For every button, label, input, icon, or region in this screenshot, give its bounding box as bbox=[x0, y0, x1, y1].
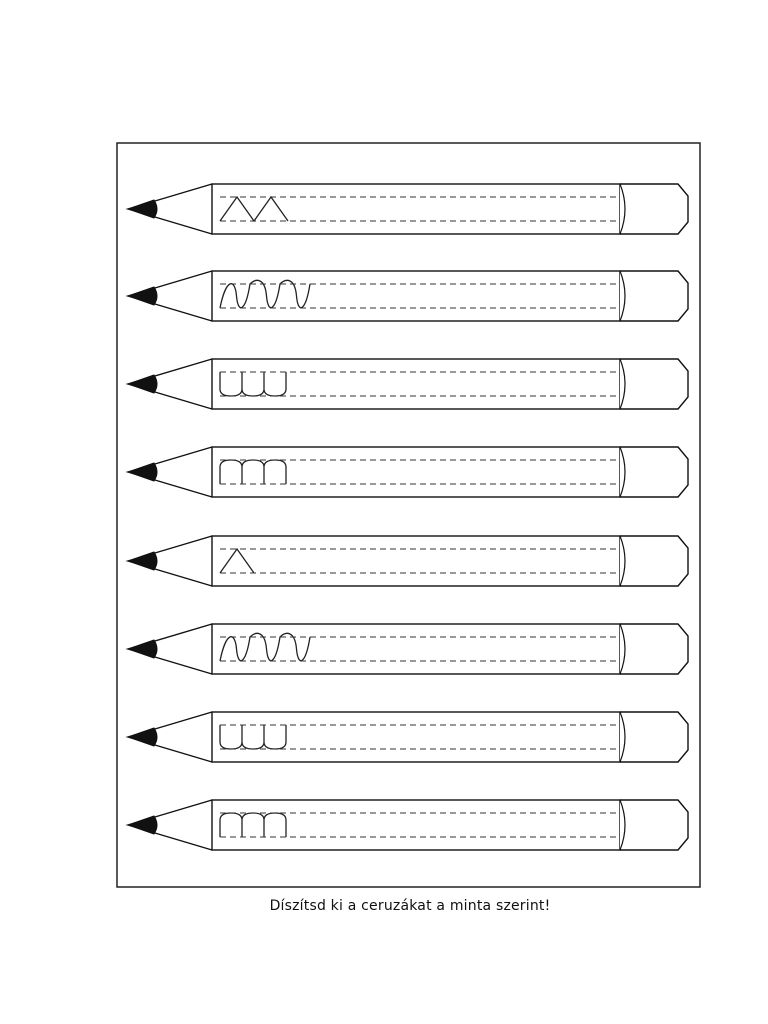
pencil-cap-seam bbox=[619, 183, 626, 235]
pencil-cap-seam bbox=[619, 535, 626, 587]
pencil-cap-seam bbox=[619, 270, 626, 322]
pencil-cap-seam bbox=[619, 623, 626, 675]
pattern-sample bbox=[219, 279, 311, 309]
pencil-cap bbox=[620, 623, 689, 675]
pencil-graphite bbox=[126, 462, 158, 482]
pencil-cap-seam bbox=[619, 446, 626, 498]
pencil-graphite bbox=[126, 374, 158, 394]
worksheet-frame bbox=[116, 142, 701, 888]
pencil bbox=[125, 358, 689, 410]
pencil-body bbox=[211, 799, 621, 851]
pencil-cap bbox=[620, 711, 689, 763]
pencil-cap-seam bbox=[619, 358, 626, 410]
pencil-graphite bbox=[126, 815, 158, 835]
pencil bbox=[125, 446, 689, 498]
pencil-graphite bbox=[126, 639, 158, 659]
pencil-cap bbox=[620, 446, 689, 498]
pencil-graphite bbox=[126, 551, 158, 571]
instruction-text: Díszítsd ki a ceruzákat a minta szerint! bbox=[269, 898, 551, 914]
pencil bbox=[125, 799, 689, 851]
pattern-sample bbox=[219, 632, 311, 662]
pencil-body bbox=[211, 270, 621, 322]
pencil-body bbox=[211, 535, 621, 587]
pencil-cap bbox=[620, 535, 689, 587]
pattern-sample bbox=[219, 547, 255, 574]
pencil-cap bbox=[620, 270, 689, 322]
pencil bbox=[125, 623, 689, 675]
pencil-body bbox=[211, 623, 621, 675]
pencil-cap-seam bbox=[619, 799, 626, 851]
pencil-cap bbox=[620, 799, 689, 851]
pencil bbox=[125, 711, 689, 763]
pencil bbox=[125, 270, 689, 322]
pencil-list bbox=[125, 183, 689, 851]
pencil-cap bbox=[620, 358, 689, 410]
pencil-graphite bbox=[126, 199, 158, 219]
pencil-body bbox=[211, 183, 621, 235]
pencil-body bbox=[211, 711, 621, 763]
pencil bbox=[125, 183, 689, 235]
pencil-body bbox=[211, 446, 621, 498]
pencil-body bbox=[211, 358, 621, 410]
pencil-graphite bbox=[126, 286, 158, 306]
pencil-graphite bbox=[126, 727, 158, 747]
pencil bbox=[125, 535, 689, 587]
pencil-cap-seam bbox=[619, 711, 626, 763]
pencil-cap bbox=[620, 183, 689, 235]
